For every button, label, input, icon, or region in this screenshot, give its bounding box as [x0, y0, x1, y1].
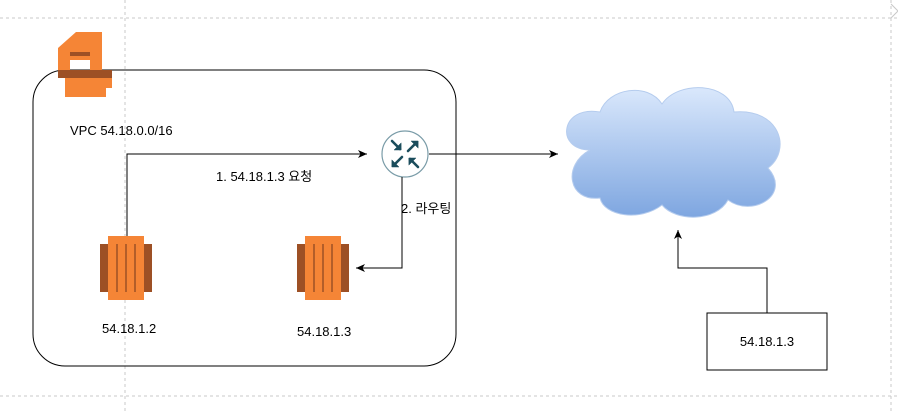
instance-1-ip-label: 54.18.1.2 [102, 321, 157, 336]
request-arrow[interactable] [126, 150, 367, 236]
page-corner-marker [890, 3, 898, 19]
cloud-icon [566, 87, 781, 218]
routing-arrow[interactable] [356, 177, 403, 272]
router-icon [381, 130, 429, 178]
instance-2-ip-label: 54.18.1.3 [297, 324, 352, 339]
ec2-instance-icon-2 [297, 236, 349, 300]
external-host-box[interactable] [706, 312, 828, 371]
step-2-label: 2. 라우팅 [401, 201, 452, 216]
vpc-boundary[interactable] [32, 69, 457, 367]
aws-vpc-icon [58, 32, 112, 97]
external-host-arrow[interactable] [674, 230, 768, 313]
external-host-ip-label: 54.18.1.3 [739, 334, 795, 349]
step-1-label: 1. 54.18.1.3 요청 [216, 169, 313, 184]
vpc-label: VPC 54.18.0.0/16 [70, 123, 173, 138]
ec2-instance-icon-1 [100, 236, 152, 300]
